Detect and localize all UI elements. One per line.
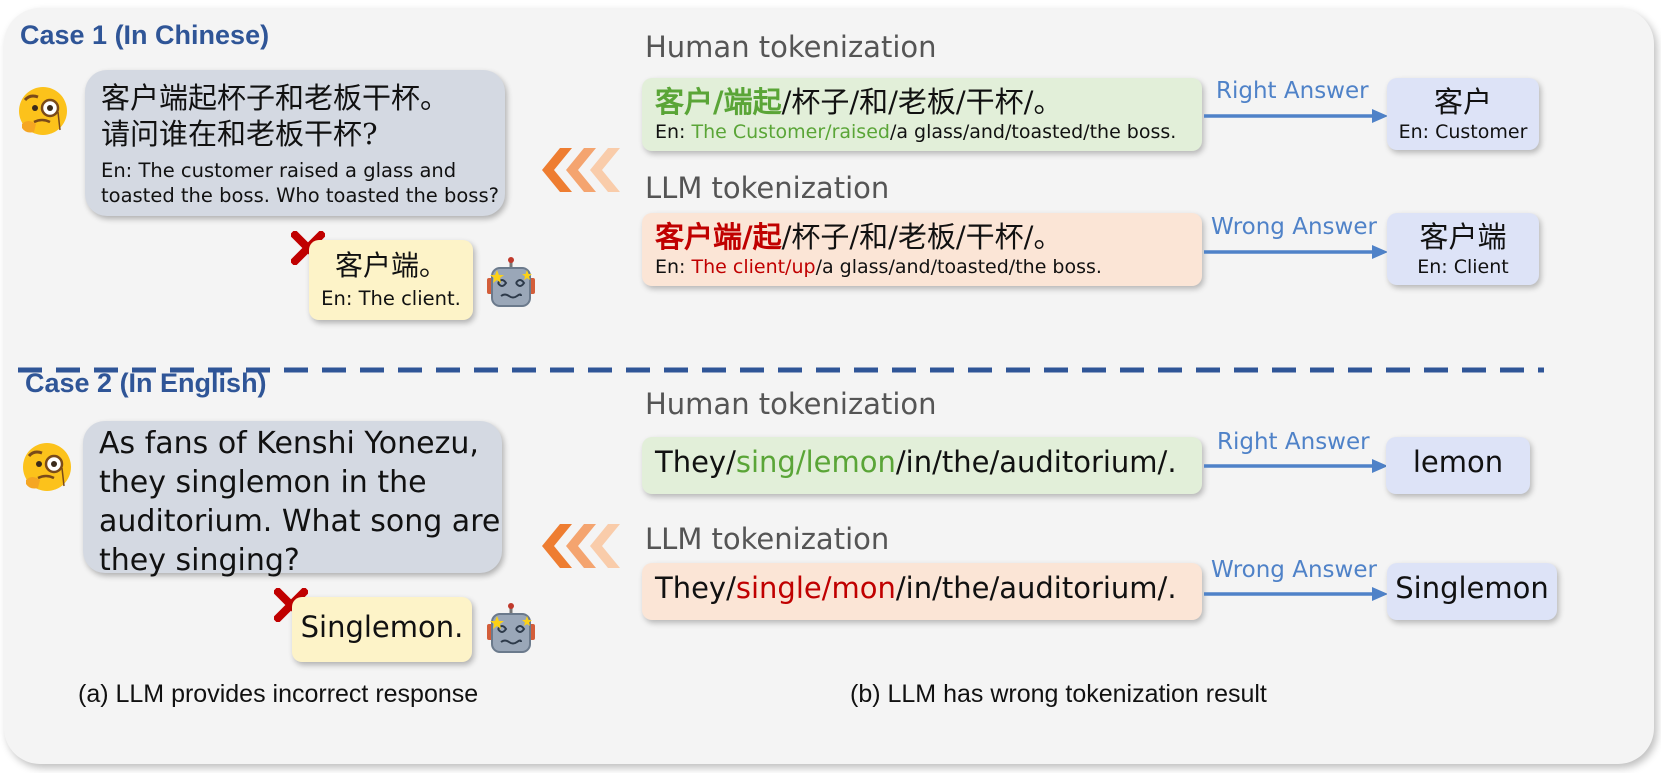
case2-llm-rest: /in/the/auditorium/.	[895, 571, 1177, 605]
case2-right-answer-box: lemon	[1386, 437, 1530, 494]
case1-question-cn-line1: 客户端起杯子和老板干杯。	[101, 81, 450, 115]
case1-llm-en-rest: /a glass/and/toasted/the boss.	[815, 256, 1102, 278]
case1-question-bubble: 客户端起杯子和老板干杯。 请问谁在和老板干杯? En: The customer…	[85, 70, 505, 216]
case1-llm-token-box: 客户端/起/杯子/和/老板/干杯/。 En: The client/up/a g…	[642, 213, 1202, 286]
case1-right-answer-en: En: Customer	[1398, 121, 1528, 143]
dizzy-robot-icon	[487, 257, 535, 307]
case1-llm-tokenization-label: LLM tokenization	[645, 171, 890, 205]
triple-chevron-left-icon	[542, 148, 620, 192]
case1-human-en-rest: /a glass/and/toasted/the boss.	[889, 121, 1177, 143]
right-arrow-icon	[1204, 109, 1388, 123]
case1-question-cn-line2: 请问谁在和老板干杯?	[101, 117, 378, 151]
caption-right: (b) LLM has wrong tokenization result	[850, 680, 1267, 708]
case2-wrong-answer: Singlemon	[1395, 571, 1549, 605]
case2-wrong-answer-box: Singlemon	[1387, 563, 1557, 620]
right-arrow-icon	[1204, 587, 1388, 601]
dizzy-robot-icon	[487, 603, 535, 653]
case1-wrong-answer-en: En: Client	[1417, 256, 1509, 278]
case2-question-line1: As fans of Kenshi Yonezu,	[99, 426, 479, 461]
caption-left: (a) LLM provides incorrect response	[78, 680, 479, 708]
case2-right-answer-label: Right Answer	[1217, 429, 1370, 455]
case1-llm-cn-highlight: 客户端/起	[655, 220, 782, 254]
case2-question-bubble: As fans of Kenshi Yonezu, they singlemon…	[83, 421, 502, 578]
case2-llm-highlight: single/mon	[735, 571, 896, 605]
case2-human-highlight: sing/lemon	[735, 445, 896, 479]
case2-llm-tokenization-label: LLM tokenization	[645, 522, 890, 556]
case1-title: Case 1 (In Chinese)	[20, 20, 270, 50]
right-arrow-icon	[1204, 245, 1388, 259]
case1-answer-en: En: The client.	[321, 287, 461, 310]
case1-human-cn-rest: /杯子/和/老板/干杯/。	[781, 85, 1063, 119]
case1-question-en-line1: En: The customer raised a glass and	[101, 159, 457, 182]
case1-right-answer-box: 客户 En: Customer	[1387, 78, 1539, 150]
right-arrow-icon	[1204, 459, 1388, 473]
case2-answer: Singlemon.	[300, 610, 464, 644]
case1-wrong-answer-label: Wrong Answer	[1211, 214, 1377, 240]
case2-right-answer: lemon	[1412, 445, 1504, 479]
case1-right-answer-cn: 客户	[1433, 85, 1492, 119]
case1-answer-bubble: 客户端。 En: The client.	[309, 240, 473, 320]
thinking-monocle-face-icon	[19, 87, 67, 135]
thinking-monocle-face-icon	[23, 443, 71, 491]
case-divider	[18, 367, 1544, 373]
case2-human-prefix: They/	[655, 445, 736, 479]
case1-llm-en-highlight: The client/up	[691, 256, 816, 278]
case1-human-en-prefix: En:	[655, 121, 692, 143]
case2-wrong-answer-label: Wrong Answer	[1211, 557, 1377, 583]
case1-right-answer-label: Right Answer	[1216, 78, 1369, 104]
case1-answer-cn: 客户端。	[334, 249, 447, 282]
case2-question-line2: they singlemon in the	[99, 465, 427, 500]
case2-human-token-box: They/sing/lemon/in/the/auditorium/.	[642, 437, 1202, 494]
case2-answer-bubble: Singlemon.	[292, 597, 472, 662]
case1-human-en-highlight: The Customer/raised	[691, 121, 890, 143]
case1-llm-cn-rest: /杯子/和/老板/干杯/。	[781, 220, 1063, 254]
case2-title: Case 2 (In English)	[25, 368, 267, 398]
triple-chevron-left-icon	[542, 524, 620, 568]
case2-llm-prefix: They/	[655, 571, 736, 605]
case2-llm-token-box: They/single/mon/in/the/auditorium/.	[642, 563, 1202, 620]
case1-question-en-line2: toasted the boss. Who toasted the boss?	[101, 184, 499, 207]
case1-wrong-answer-cn: 客户端	[1419, 220, 1507, 254]
case1-llm-en-prefix: En:	[655, 256, 692, 278]
case1-human-token-box: 客户/端起/杯子/和/老板/干杯/。 En: The Customer/rais…	[642, 78, 1202, 151]
case2-question-line3: auditorium. What song are	[99, 504, 501, 539]
case1-human-cn-highlight: 客户/端起	[655, 85, 782, 119]
case1-wrong-answer-box: 客户端 En: Client	[1387, 213, 1539, 285]
case1-human-tokenization-label: Human tokenization	[645, 30, 937, 64]
case2-question-line4: they singing?	[99, 543, 300, 578]
case2-human-tokenization-label: Human tokenization	[645, 387, 937, 421]
case2-human-rest: /in/the/auditorium/.	[895, 445, 1177, 479]
